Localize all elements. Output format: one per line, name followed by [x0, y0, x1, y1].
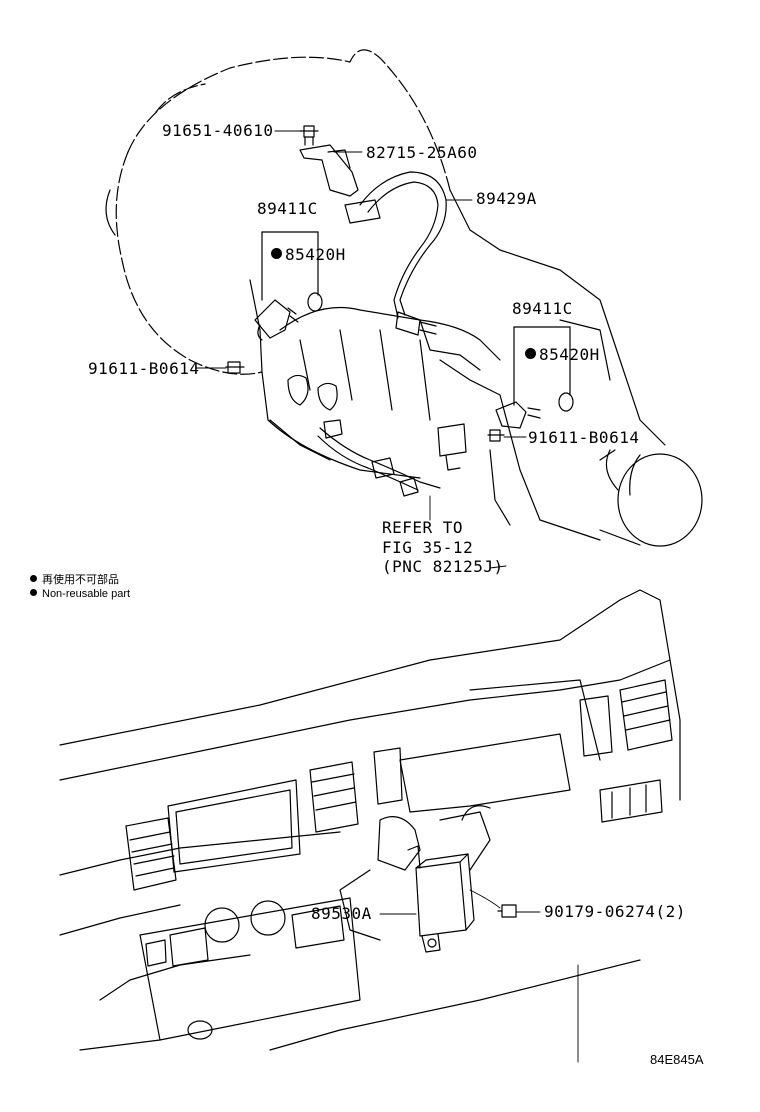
label-gasket-85420h-left: 85420H: [271, 245, 346, 264]
label-bracket-82715: 82715-25A60: [366, 143, 478, 162]
label-refer-line2: FIG 35-12: [382, 538, 474, 557]
bracket-drawing: [299, 144, 359, 197]
legend-dot-icon: [30, 575, 37, 582]
meter-cluster: [399, 679, 601, 813]
center-display: [167, 779, 301, 873]
lower-harness: [317, 419, 467, 497]
label-bolt-91651: 91651-40610: [162, 121, 274, 140]
output-flange: [599, 449, 703, 547]
drawing-code: 84E845A: [650, 1052, 704, 1067]
right-speed-sensor: [495, 392, 574, 429]
label-ecu-89530a: 89530A: [311, 904, 372, 923]
label-bolt-91611-right: 91611-B0614: [528, 428, 640, 447]
legend-english: Non-reusable part: [30, 588, 130, 600]
right-bolt-drawing: [487, 429, 505, 442]
non-reusable-marker-icon: [271, 248, 282, 259]
label-wire-89429a: 89429A: [476, 189, 537, 208]
lower-console: [139, 897, 361, 1041]
label-screw-90179: 90179-06274(2): [544, 902, 686, 921]
label-refer-line3: (PNC 82125J): [382, 557, 504, 576]
leader-lines-upper: [195, 130, 527, 569]
steering-column: [339, 805, 491, 941]
top-bolt-drawing: [299, 125, 319, 146]
transmission-housing: [115, 49, 451, 375]
left-group-bracket: [261, 231, 319, 301]
label-bolt-91611-left: 91611-B0614: [88, 359, 200, 378]
ecu-screw: [497, 904, 517, 918]
leader-lines-lower: [379, 889, 579, 1063]
air-vents: [125, 679, 673, 891]
label-gasket-85420h-right: 85420H: [525, 345, 600, 364]
left-speed-sensor: [254, 292, 323, 341]
transmission-case-outline: [105, 189, 666, 541]
label-refer-line1: REFER TO: [382, 518, 464, 537]
label-sensor-89411c-right: 89411C: [512, 299, 573, 318]
legend-japanese: 再使用不可部品: [30, 571, 119, 587]
left-bolt-drawing: [225, 361, 245, 374]
dashboard-outline: [59, 589, 681, 1051]
switch-panels: [373, 695, 663, 823]
label-sensor-89411c-left: 89411C: [257, 199, 318, 218]
legend-dot-icon: [30, 589, 37, 596]
ecu-module: [407, 845, 475, 953]
right-group-bracket: [513, 326, 571, 406]
non-reusable-marker-icon: [525, 348, 536, 359]
